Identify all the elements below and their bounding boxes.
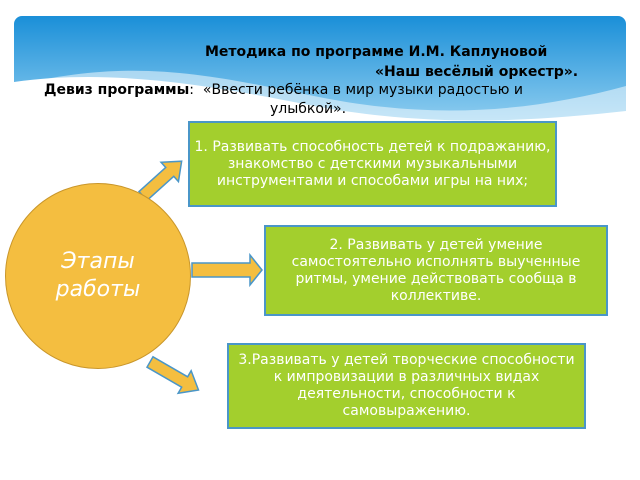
stage-3-text: 3.Развивать у детей творческие способнос… xyxy=(238,352,575,419)
stage-box-1: 1. Развивать способность детей к подража… xyxy=(188,121,557,207)
title-line-2: «Наш весёлый оркестр». xyxy=(375,64,579,80)
title-line-1: Методика по программе И.М. Каплуновой xyxy=(205,44,548,60)
motto-text: «Ввести ребёнка в мир музыки радостью и xyxy=(202,82,523,98)
stage-box-3: 3.Развивать у детей творческие способнос… xyxy=(227,343,586,429)
stage-2-text: 2. Развивать у детей умение самостоятель… xyxy=(291,236,581,304)
circle-label: Этапы работы xyxy=(55,249,141,302)
arrow-up-icon xyxy=(137,160,183,202)
stage-box-2: 2. Развивать у детей умение самостоятель… xyxy=(264,225,608,316)
arrow-down-icon xyxy=(145,355,200,395)
motto-sep: : xyxy=(189,82,203,98)
motto: Девиз программы: «Ввести ребёнка в мир м… xyxy=(44,82,523,98)
stage-1-text: 1. Развивать способность детей к подража… xyxy=(194,138,551,189)
motto-label: Девиз программы xyxy=(44,82,190,98)
stages-circle: Этапы работы xyxy=(5,183,191,369)
motto-text-2: улыбкой». xyxy=(270,101,347,117)
arrow-right-icon xyxy=(191,252,263,288)
